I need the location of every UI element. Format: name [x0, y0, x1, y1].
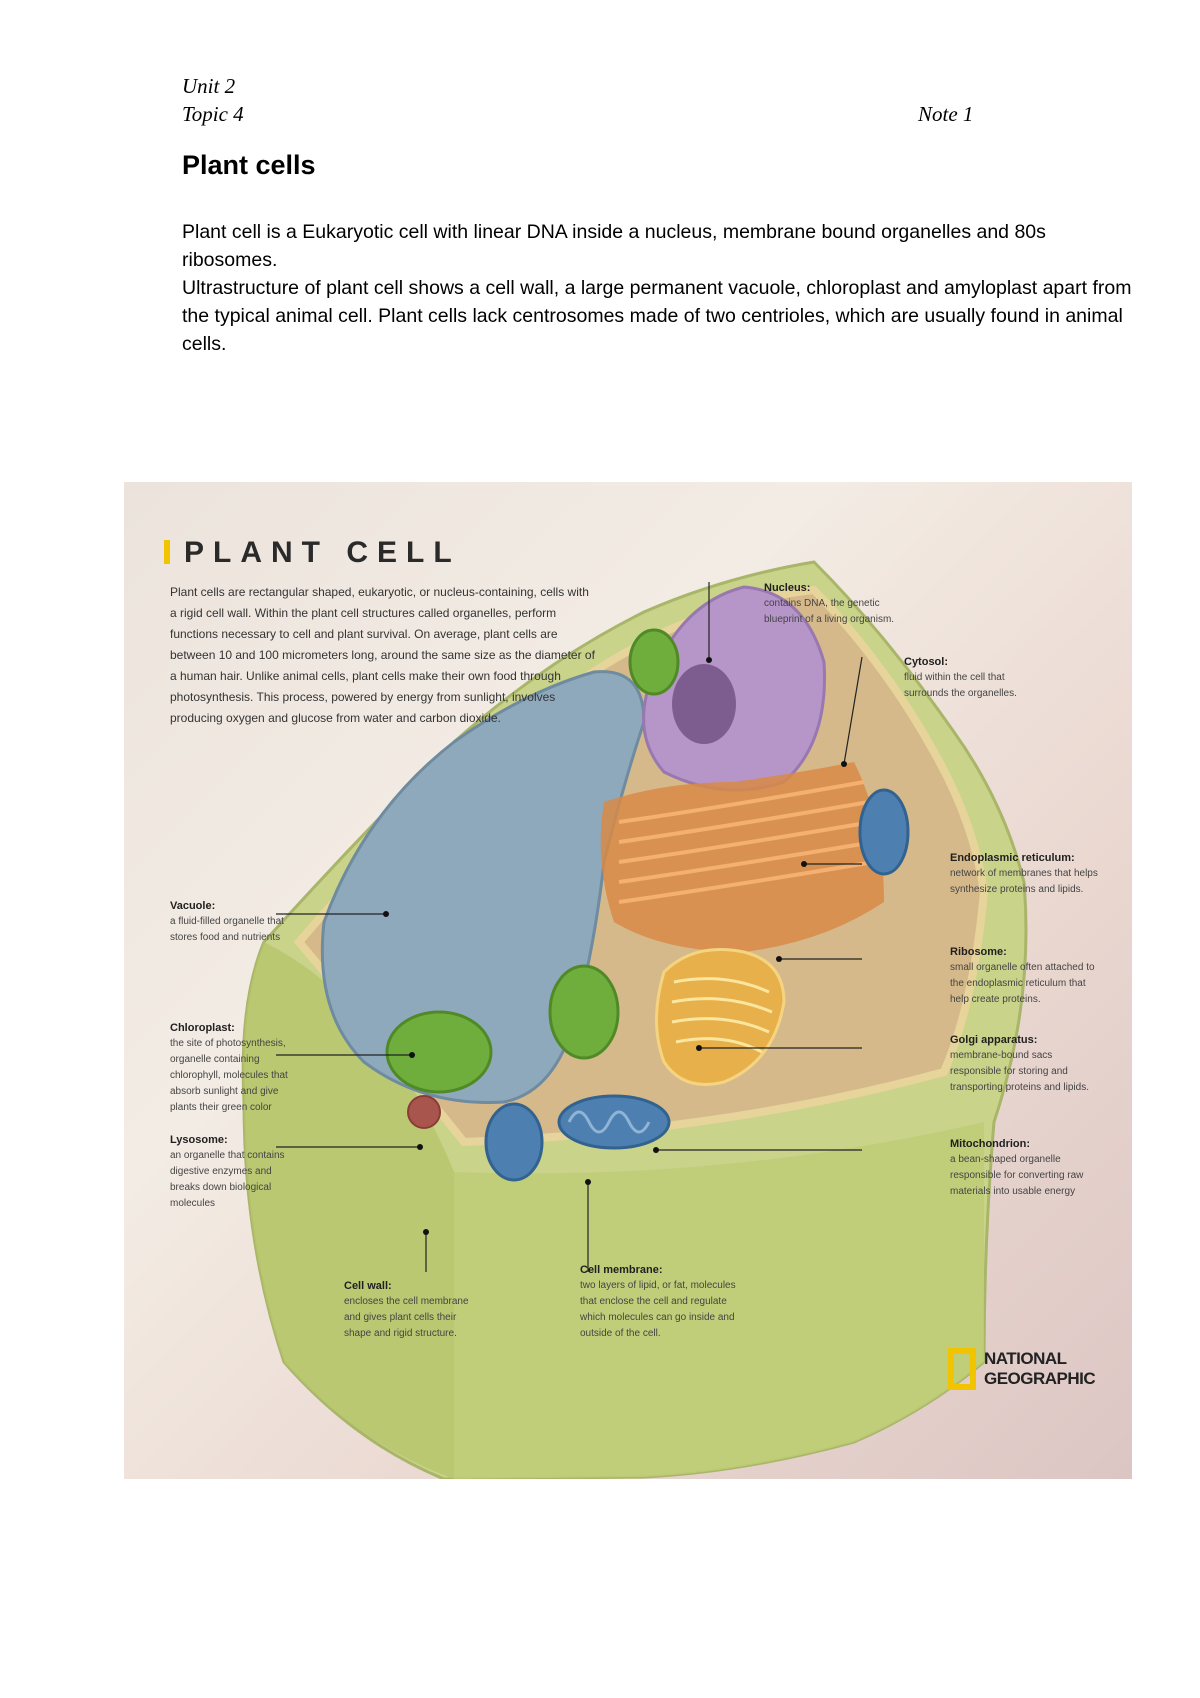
unit-label: Unit 2: [182, 74, 236, 98]
page-title: Plant cells: [182, 150, 316, 180]
logo-line: GEOGRAPHIC: [984, 1369, 1096, 1388]
logo-line: NATIONAL: [984, 1349, 1067, 1368]
figure-intro: Plant cells are rectangular shaped, euka…: [170, 585, 595, 725]
topic-label: Topic 4: [182, 102, 244, 126]
label-ribosome: Ribosome:small organelle often attached …: [950, 946, 1095, 1005]
body-text: Plant cell is a Eukaryotic cell with lin…: [182, 218, 1142, 358]
label-cytosol: Cytosol:fluid within the cell that surro…: [904, 656, 1017, 699]
golgi-shape: [655, 948, 786, 1086]
nucleolus-shape: [672, 664, 736, 744]
yellow-border-icon: [948, 1348, 976, 1390]
figure-title: PLANT CELL: [164, 536, 461, 570]
label-mitochondrion: Mitochondrion:a bean-shaped organelle re…: [950, 1138, 1084, 1197]
chloroplast-shape: [628, 628, 680, 696]
label-endoplasmic-reticulum: Endoplasmic reticulum:network of membran…: [950, 852, 1098, 895]
chloroplast-shape: [548, 964, 620, 1060]
label-cell-wall: Cell wall:encloses the cell membrane and…: [344, 1280, 469, 1339]
cell-wall-bottom: [454, 1122, 984, 1479]
plant-cell-illustration: [241, 560, 1028, 1479]
chloroplast-shape: [385, 1010, 493, 1094]
label-chloroplast: Chloroplast:the site of photosynthesis, …: [170, 1022, 288, 1113]
lysosome-shape: [407, 1095, 441, 1129]
mitochondrion-shape: [858, 788, 910, 876]
label-vacuole: Vacuole:a fluid-filled organelle that st…: [170, 900, 284, 943]
label-golgi-apparatus: Golgi apparatus:membrane-bound sacs resp…: [950, 1034, 1089, 1093]
paragraph: Plant cell is a Eukaryotic cell with lin…: [182, 221, 1046, 271]
paragraph: Ultrastructure of plant cell shows a cel…: [182, 277, 1132, 355]
mitochondrion-shape: [484, 1102, 544, 1182]
label-lysosome: Lysosome:an organelle that contains dige…: [170, 1134, 285, 1209]
label-nucleus: Nucleus:contains DNA, the genetic bluepr…: [764, 582, 895, 625]
note-label: Note 1: [918, 102, 974, 126]
plant-cell-figure: PLANT CELL Plant cells are rectangular s…: [124, 482, 1132, 1479]
label-cell-membrane: Cell membrane:two layers of lipid, or fa…: [580, 1264, 736, 1339]
mitochondrion-shape: [557, 1094, 671, 1150]
